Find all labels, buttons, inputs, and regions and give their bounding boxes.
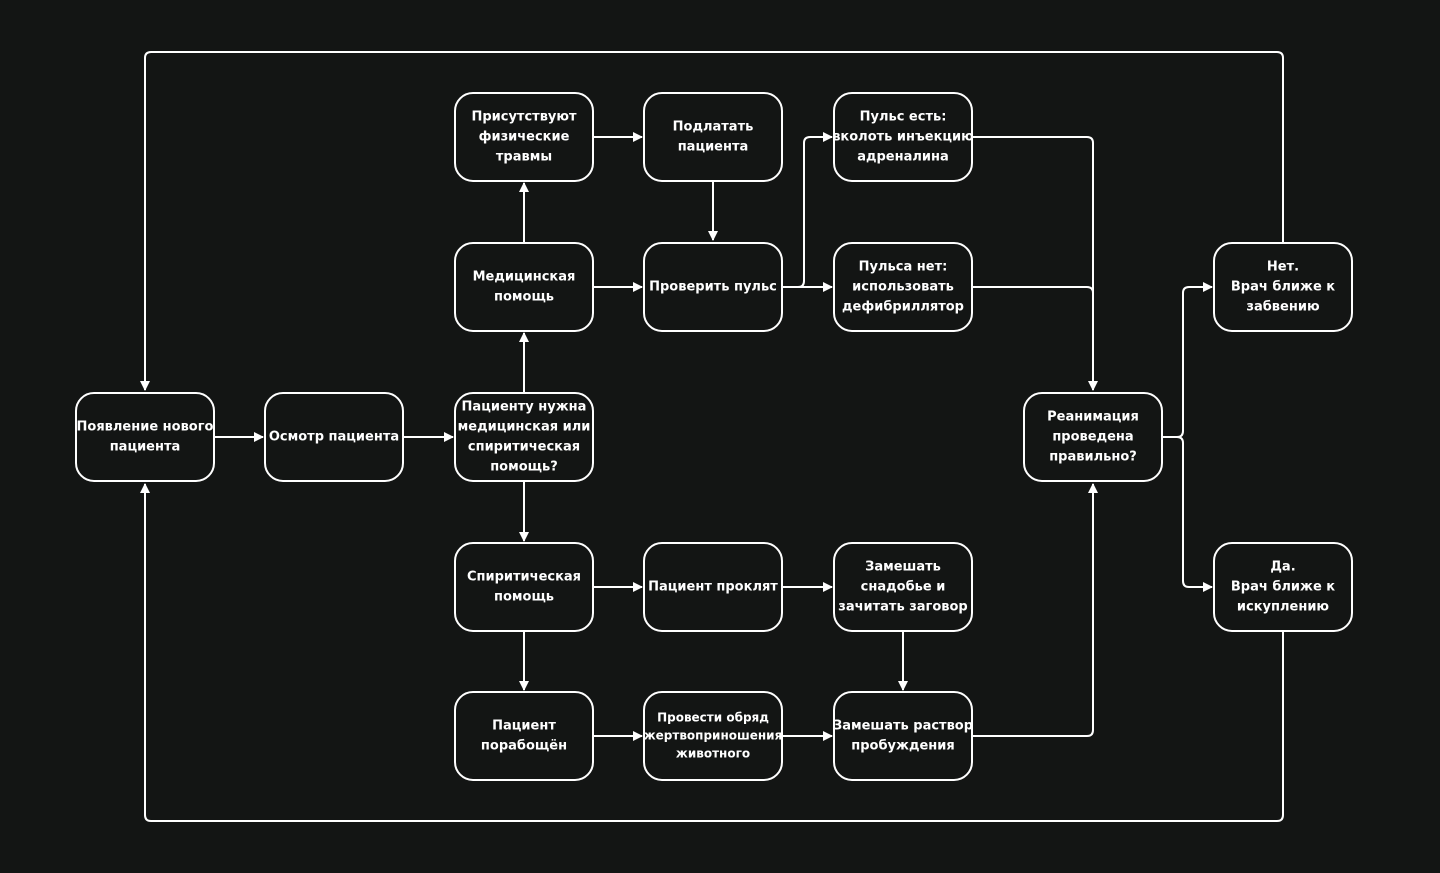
node-label-line: пациента [678, 140, 749, 155]
node-label-line: искуплению [1237, 600, 1330, 615]
node-box [1213, 242, 1353, 332]
node-box [454, 691, 594, 781]
node-yes: Да. Врач ближе к искуплению [1213, 542, 1353, 632]
node-label-line: Нет. [1267, 260, 1299, 275]
node-label-line: спиритическая [468, 440, 580, 455]
node-label-line: использовать [852, 280, 954, 295]
node-label-line: правильно? [1049, 450, 1137, 465]
edge-pulse-yes-to-reanim [972, 136, 1098, 391]
node-ritual: Провести обряд жертвоприношения животного [643, 691, 783, 781]
node-enslaved: Пациент порабощён [454, 691, 594, 781]
node-label-line: Врач ближе к [1231, 280, 1335, 295]
node-label-line: порабощён [481, 739, 567, 754]
node-label-line: пробуждения [851, 739, 954, 754]
node-label-line: дефибриллятор [842, 300, 964, 315]
edge-pulse-no-to-reanim [972, 286, 1094, 294]
node-label-line: травмы [496, 150, 552, 165]
edge-check-pulse-to-pulse-yes [782, 132, 833, 288]
node-box [833, 242, 973, 332]
node-label-line: Провести обряд [657, 711, 769, 725]
node-mix-herbs: Замешать снадобье и зачитать заговор [833, 542, 973, 632]
node-label-line: пациента [110, 440, 181, 455]
node-label-line: зачитать заговор [838, 600, 967, 615]
node-box [1023, 392, 1163, 482]
node-box [454, 242, 594, 332]
node-box [643, 92, 783, 182]
node-label-line: Проверить пульс [649, 280, 777, 295]
node-label-line: Медицинская [473, 270, 576, 285]
node-label-line: медицинская или [458, 420, 591, 435]
node-new-patient: Появление нового пациента [75, 392, 215, 482]
node-label-line: Появление нового [77, 420, 214, 435]
edge-no-loop-to-new-patient [140, 51, 1284, 391]
node-label-line: Пациенту нужна [462, 400, 587, 415]
edge-yes-loop-to-new-patient [140, 483, 1284, 822]
node-box [75, 392, 215, 482]
node-label-line: адреналина [857, 150, 949, 165]
node-label-line: забвению [1246, 300, 1320, 315]
node-label-line: Пульс есть: [860, 110, 947, 125]
node-label-line: животного [676, 747, 750, 761]
node-box [454, 392, 594, 482]
node-label-line: Пульса нет: [859, 260, 948, 275]
node-box [643, 242, 783, 332]
node-check-pulse: Проверить пульс [643, 242, 783, 332]
node-label-line: проведена [1052, 430, 1133, 445]
node-box [833, 691, 973, 781]
node-label-line: вколоть инъекцию [832, 130, 974, 145]
edge-reanim-to-no [1162, 282, 1213, 438]
node-box [454, 92, 594, 182]
node-label-line: Замешать [865, 560, 941, 575]
node-need: Пациенту нужна медицинская или спиритическ… [454, 392, 594, 482]
node-box [643, 691, 783, 781]
edge-awaken-to-reanim [972, 483, 1098, 737]
node-label-line: Осмотр пациента [269, 430, 399, 445]
node-box [643, 542, 783, 632]
node-box [833, 542, 973, 632]
node-label-line: снадобье и [861, 580, 946, 595]
node-spiritual: Спиритическая помощь [454, 542, 594, 632]
node-cursed: Пациент проклят [643, 542, 783, 632]
node-label-line: физические [479, 130, 570, 145]
node-awaken: Замешать раствор пробуждения [833, 691, 973, 781]
node-label-line: Реанимация [1047, 410, 1139, 425]
node-box [1213, 542, 1353, 632]
node-label-line: Врач ближе к [1231, 580, 1335, 595]
node-box [833, 92, 973, 182]
node-box [264, 392, 404, 482]
node-medical: Медицинская помощь [454, 242, 594, 332]
node-reanim: Реанимация проведена правильно? [1023, 392, 1163, 482]
node-label-line: помощь? [490, 460, 558, 475]
node-label-line: жертвоприношения [644, 729, 783, 743]
node-label-line: Замешать раствор [833, 719, 973, 734]
node-label-line: Подлатать [673, 120, 754, 135]
node-pulse-yes: Пульс есть: вколоть инъекцию адреналина [832, 92, 974, 182]
node-patch: Подлатать пациента [643, 92, 783, 182]
node-label-line: Пациент [492, 719, 556, 734]
node-label-line: Да. [1270, 560, 1295, 575]
node-no: Нет. Врач ближе к забвению [1213, 242, 1353, 332]
node-pulse-no: Пульса нет: использовать дефибриллятор [833, 242, 973, 332]
edge-reanim-to-yes [1162, 436, 1213, 592]
node-injuries: Присутствуют физические травмы [454, 92, 594, 182]
node-label-line: помощь [494, 590, 554, 605]
node-label-line: Присутствуют [471, 110, 577, 125]
node-label-line: Пациент проклят [648, 580, 778, 595]
node-label-line: помощь [494, 290, 554, 305]
node-exam: Осмотр пациента [264, 392, 404, 482]
node-box [454, 542, 594, 632]
node-label-line: Спиритическая [467, 570, 581, 585]
